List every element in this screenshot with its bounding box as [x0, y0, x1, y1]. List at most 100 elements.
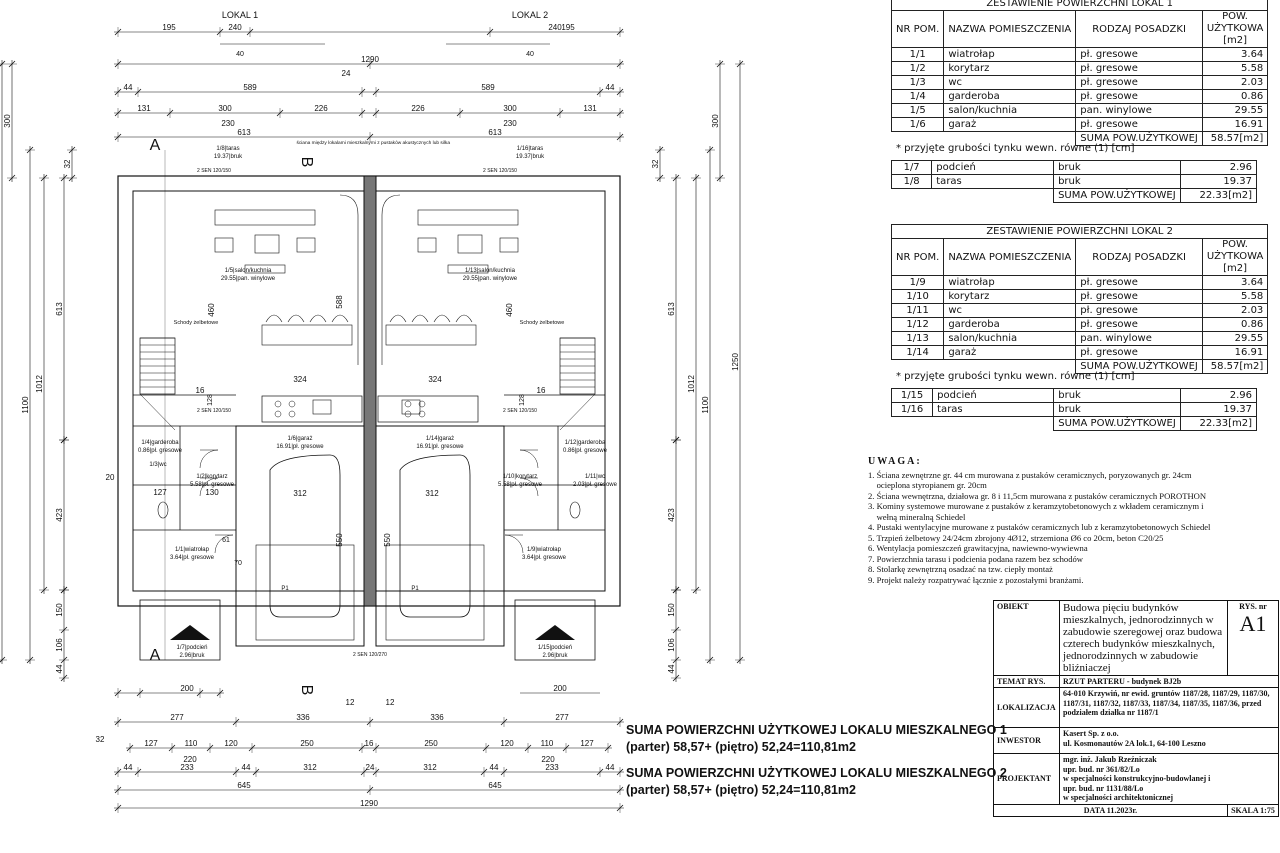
- dimension-label: 613: [237, 128, 251, 137]
- sum-value: 58.57[m2]: [1201, 131, 1269, 146]
- dimension-label: 300: [3, 114, 12, 128]
- room-area: 2.96: [1179, 160, 1258, 175]
- dimension-label: 550: [335, 533, 344, 547]
- room-area: 19.37: [1179, 402, 1258, 417]
- dimension-label: 220: [183, 755, 197, 764]
- dimension-label: 1100: [701, 396, 710, 414]
- tb-scale: SKALA 1:75: [1226, 803, 1280, 817]
- dining-chair-icon: [287, 314, 305, 323]
- room-name: wc: [943, 303, 1077, 318]
- room-area: 3.64: [1201, 47, 1269, 62]
- dimension-label: 16: [537, 386, 546, 395]
- entry-arrow-icon: [170, 625, 210, 640]
- cooktop-burner-icon: [288, 400, 296, 408]
- note-item: 9. Projekt należy rozpatrywać łącznie z …: [868, 574, 1084, 585]
- room-name: podcień: [932, 388, 1055, 403]
- room-label: 1/3|wc: [149, 462, 166, 468]
- room-name: salon/kuchnia: [943, 103, 1077, 118]
- dining-chair-icon: [389, 314, 407, 323]
- dimension-label: 195: [162, 23, 176, 32]
- room-label: 1/15|podcień: [538, 645, 572, 651]
- porch-left: [139, 599, 221, 661]
- wall-note: ściana między lokalami mieszkalnymi z pu…: [296, 140, 450, 146]
- room-number: 1/2: [890, 61, 945, 76]
- floor-type: pł. gresowe: [1075, 89, 1203, 104]
- lintel-label: 2 SEN 120/270: [353, 652, 387, 658]
- room-number: 1/3: [890, 75, 945, 90]
- room-name: wiatrołap: [943, 47, 1077, 62]
- dimension-label: 226: [411, 104, 425, 113]
- garage-wall-left: [235, 425, 365, 647]
- tb-label: INWESTOR: [992, 727, 1061, 754]
- room-name: garderoba: [943, 317, 1077, 332]
- door-swing: [214, 534, 234, 554]
- dimension-label: 40: [236, 51, 244, 58]
- sofa-icon: [214, 209, 316, 226]
- summary-line: (parter) 58,57+ (piętro) 52,24=110,81m2: [626, 783, 856, 797]
- sum-value: 22.33[m2]: [1179, 188, 1258, 203]
- dimension-label: 230: [221, 119, 235, 128]
- dimension-label: 150: [55, 603, 64, 617]
- col-header: POW. UŻYTKOWA [m2]: [1201, 10, 1269, 48]
- dimension-label: 127: [144, 739, 158, 748]
- sum-label: SUMA POW.UŻYTKOWEJ: [1075, 359, 1203, 374]
- stair-step: [559, 393, 596, 431]
- dimension-label: 24: [366, 763, 375, 772]
- dimension-label: 300: [711, 114, 720, 128]
- room-area: 2.96: [1179, 388, 1258, 403]
- floor-type: pan. winylowe: [1075, 103, 1203, 118]
- dimension-label: 44: [667, 664, 676, 673]
- room-area: 29.55: [1201, 103, 1269, 118]
- lintel-label: 2 SEN 120/150: [197, 168, 231, 174]
- dining-table-icon: [261, 324, 353, 346]
- floor-type: pł. gresowe: [1075, 61, 1203, 76]
- room-area: 0.86: [1201, 317, 1269, 332]
- col-header: RODZAJ POSADZKI: [1075, 10, 1203, 48]
- stair-label: Schody żelbetowe: [174, 320, 219, 326]
- tv-icon: [447, 264, 489, 274]
- dimension-label: 312: [423, 763, 437, 772]
- dimension-label: 589: [481, 83, 495, 92]
- room-label: 3.64|pł. gresowe: [522, 555, 567, 561]
- dimension-label: 120: [500, 739, 514, 748]
- lintel-label: 2 SEN 120/150: [197, 408, 231, 414]
- armchair-icon: [214, 237, 234, 253]
- dimension-label: 16: [196, 386, 205, 395]
- toilet-icon: [569, 501, 581, 519]
- dimension-label: 24: [342, 69, 351, 78]
- entry-arrow-icon: [535, 625, 575, 640]
- cooktop-burner-icon: [404, 400, 412, 408]
- dimension-label: 1250: [731, 353, 740, 371]
- door-swing: [519, 477, 539, 497]
- dimension-label: 220: [541, 755, 555, 764]
- lokal-title: LOKAL 2: [512, 10, 548, 20]
- sofa-icon: [417, 209, 519, 226]
- room-label: 1/7|podcień: [177, 645, 208, 651]
- note-item: 5. Trzpień żelbetowy 24/24cm zbrojony 4Ø…: [868, 532, 1164, 543]
- notes-title: UWAGA:: [868, 456, 922, 467]
- floor-type: bruk: [1053, 402, 1181, 417]
- room-name: garaż: [943, 345, 1077, 360]
- floor-type: bruk: [1053, 174, 1181, 189]
- note-item: 2. Ściana wewnętrzna, działowa gr. 8 i 1…: [868, 490, 1207, 501]
- tb-label: PROJEKTANT: [992, 753, 1061, 805]
- tb-label: OBIEKT: [992, 600, 1061, 676]
- dimension-label: 200: [553, 684, 567, 693]
- plan-label: P1: [281, 586, 289, 592]
- note-item: ocieplona styropianem gr. 20cm: [868, 480, 987, 490]
- room-area: 29.55: [1201, 331, 1269, 346]
- dimension-label: 460: [505, 303, 514, 317]
- room-number: 1/14: [890, 345, 945, 360]
- room-name: garderoba: [943, 89, 1077, 104]
- dimension-label: 195: [561, 23, 575, 32]
- armchair-icon: [499, 237, 519, 253]
- tv-icon: [244, 264, 286, 274]
- dining-chair-icon: [309, 314, 327, 323]
- note-item: 7. Powierzchnia tarasu i podcienia podan…: [868, 553, 1083, 564]
- dimension-label: 12: [386, 698, 395, 707]
- room-label: 5.58|pł. gresowe: [190, 482, 235, 488]
